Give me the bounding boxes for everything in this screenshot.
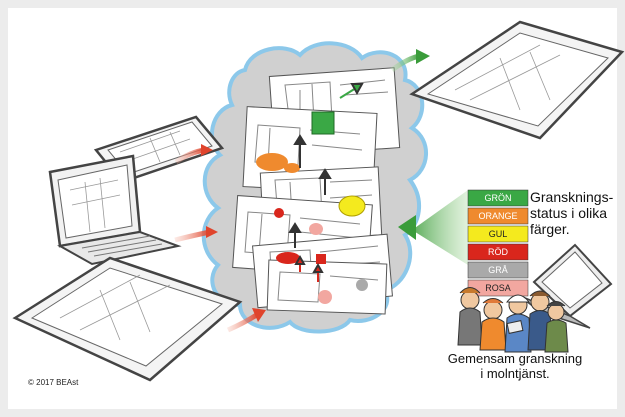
legend-label-gul: GUL: [489, 229, 508, 239]
grey-mark: [356, 279, 368, 291]
sheet-arrows: [288, 83, 364, 282]
legend-label-gra: GRÅ: [488, 265, 508, 275]
legend-swatch-gra: [467, 261, 529, 279]
red-arrows: [174, 144, 266, 333]
pink-mark-2: [318, 290, 332, 304]
legend-swatch-orange: [467, 207, 529, 225]
green-arrows: [390, 49, 468, 265]
red-dot: [274, 208, 284, 218]
legend-swatch-gron: [467, 189, 529, 207]
legend-label-gron: GRÖN: [485, 193, 512, 203]
status-title-line-3: färger.: [530, 221, 570, 237]
legend-label-rosa: ROSA: [485, 283, 511, 293]
caption: Gemensam granskning i molntjänst.: [420, 351, 610, 381]
caption-line-2: i molntjänst.: [480, 366, 550, 381]
green-mark: [311, 111, 335, 135]
caption-line-1: Gemensam granskning: [447, 351, 583, 366]
red-mark: [276, 252, 300, 264]
status-marks: [256, 111, 368, 304]
yellow-mark: [338, 195, 366, 217]
tablet-top-right: [409, 20, 625, 140]
legend-swatch-rod: [467, 243, 529, 261]
status-legend: GRÖN ORANGE GUL RÖD GRÅ ROSA: [467, 189, 529, 297]
status-title-line-1: Gransknings-: [530, 189, 614, 205]
status-title-line-2: status i olika: [530, 205, 608, 221]
legend-swatch-gul: [467, 225, 529, 243]
orange-mark: [256, 153, 288, 171]
tablet-bottom-left: [12, 256, 243, 382]
pink-mark: [309, 223, 323, 235]
legend-label-rod: RÖD: [488, 247, 509, 257]
copyright: © 2017 BEAst: [28, 378, 79, 387]
red-square: [316, 254, 326, 264]
legend-label-orange: ORANGE: [478, 211, 517, 221]
people-group: [457, 287, 569, 353]
drawing-sheet-6: [266, 259, 388, 315]
laptop: [48, 154, 182, 266]
orange-mark-2: [284, 163, 300, 173]
status-legend-title: Gransknings- status i olika färger.: [530, 189, 620, 237]
